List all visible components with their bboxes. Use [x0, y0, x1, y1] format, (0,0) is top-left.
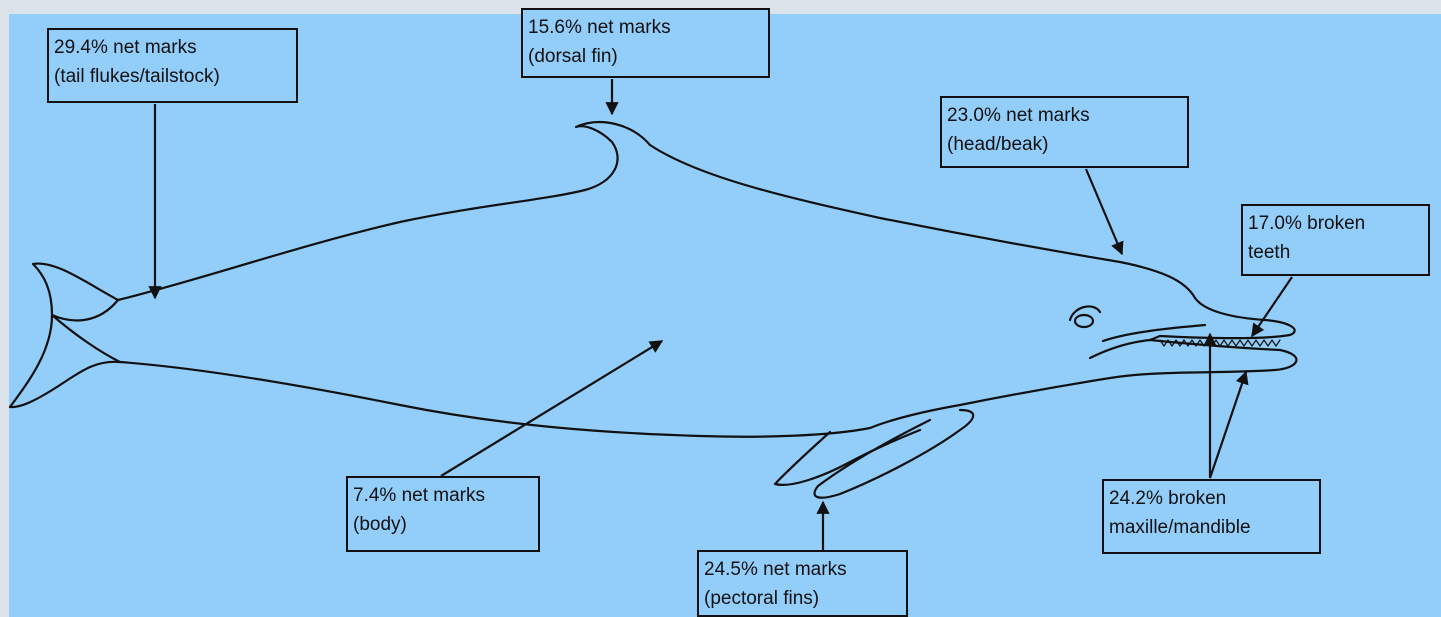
dolphin-belly-outline: [8, 348, 1298, 438]
label-body-line1: 7.4% net marks: [353, 485, 485, 506]
dolphin-mouth: [1088, 334, 1282, 360]
label-body: 7.4% net marks (body): [346, 476, 540, 552]
dolphin-eye-brow: [1068, 305, 1102, 322]
label-dorsal-fin: 15.6% net marks (dorsal fin): [521, 8, 770, 78]
arrow-teeth: [1251, 276, 1293, 338]
arrow-mandible: [1208, 370, 1249, 479]
label-pectoral-fins: 24.5% net marks (pectoral fins): [697, 550, 908, 617]
dolphin-pectoral-fin-far: [813, 408, 975, 499]
label-pectoral-line1: 24.5% net marks: [704, 559, 847, 580]
label-head-line1: 23.0% net marks: [947, 105, 1090, 126]
dolphin-tail-stock: [50, 298, 122, 364]
label-jaw-line2: maxille/mandible: [1109, 517, 1251, 538]
label-pectoral-line2: (pectoral fins): [704, 588, 820, 609]
dolphin-upper-lip: [1101, 323, 1207, 343]
dolphin-eye: [1073, 313, 1095, 329]
label-jaw-line1: 24.2% broken: [1109, 488, 1227, 509]
label-tail-line2: (tail flukes/tailstock): [54, 66, 220, 87]
label-head-line2: (head/beak): [947, 134, 1049, 155]
label-dorsal-line1: 15.6% net marks: [528, 17, 671, 38]
label-teeth-line1: 17.0% broken: [1248, 213, 1366, 234]
label-tail-line1: 29.4% net marks: [54, 37, 197, 58]
dolphin-pectoral-fin-near: [773, 428, 922, 486]
label-broken-teeth: 17.0% broken teeth: [1241, 204, 1430, 276]
arrow-body: [440, 340, 664, 477]
dolphin-teeth: [1159, 339, 1281, 347]
label-head-beak: 23.0% net marks (head/beak): [940, 96, 1189, 168]
label-teeth-line2: teeth: [1248, 242, 1291, 263]
label-dorsal-line2: (dorsal fin): [528, 46, 618, 67]
arrow-head: [1084, 168, 1124, 256]
label-broken-maxille-mandible: 24.2% broken maxille/mandible: [1102, 479, 1321, 554]
label-tail-flukes: 29.4% net marks (tail flukes/tailstock): [47, 28, 298, 103]
label-body-line2: (body): [353, 514, 407, 535]
dolphin-back-outline: [8, 120, 1296, 409]
